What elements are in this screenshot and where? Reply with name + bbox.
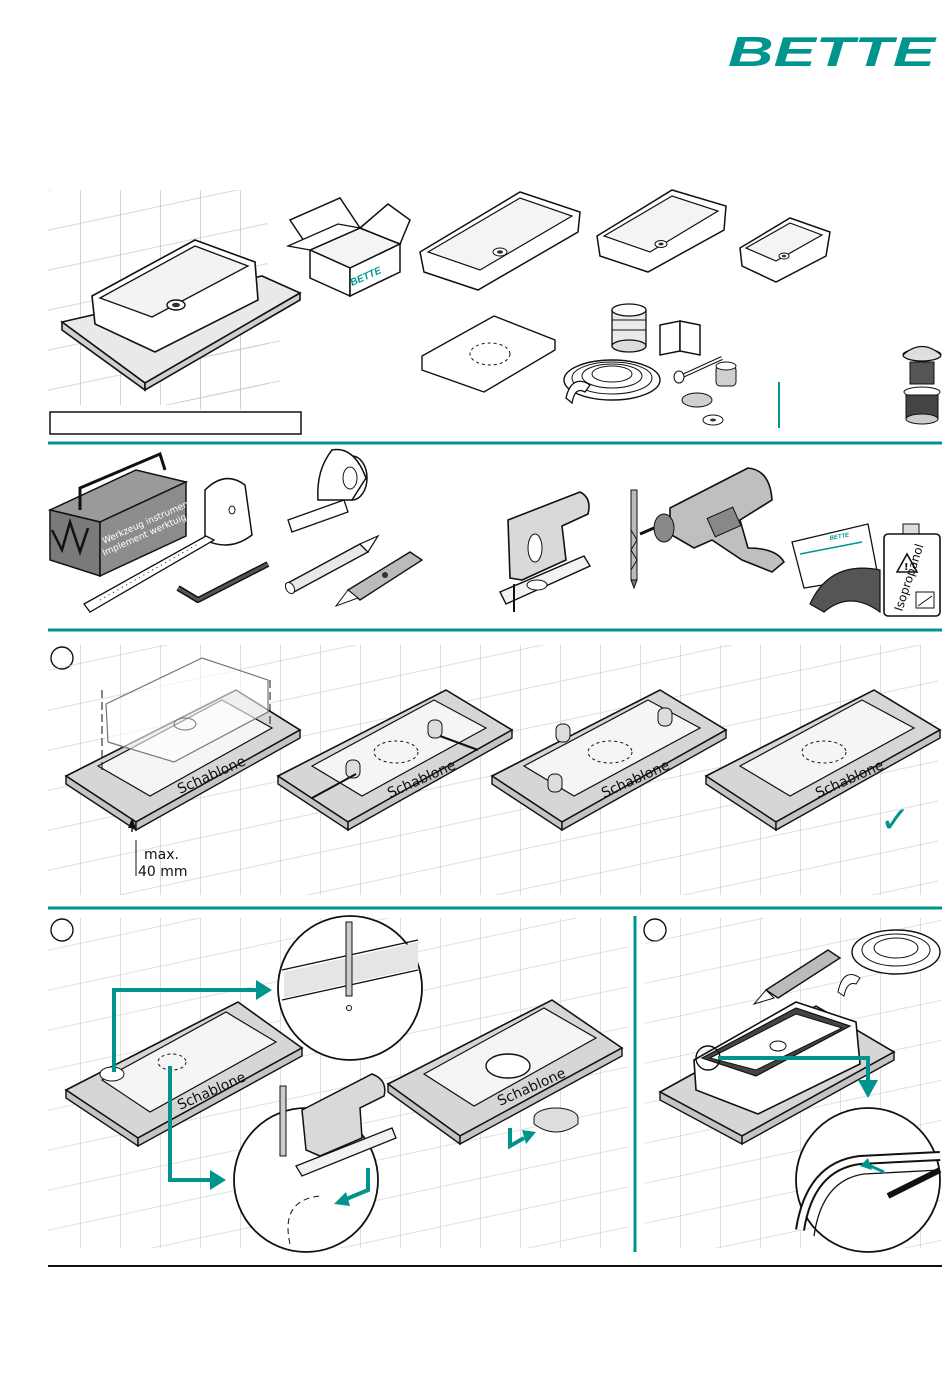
sealing-tape-roll-icon xyxy=(564,360,660,403)
popup-waste-icon xyxy=(903,347,941,425)
packaging-box-icon: BETTE xyxy=(288,198,410,296)
mounting-template-icon xyxy=(422,316,555,392)
power-drill-icon xyxy=(640,468,784,572)
fixing-screws-icon xyxy=(674,358,736,425)
tape-detail-circle xyxy=(796,1108,940,1252)
drill-bit-icon xyxy=(631,490,637,588)
basin-medium-icon xyxy=(597,190,726,272)
book-icon xyxy=(660,321,700,355)
isopropanol-bottle-icon: ! Isopropanol xyxy=(884,524,940,616)
cleaning-kit-icon: BETTE xyxy=(792,524,880,612)
step-2-section: Schablone xyxy=(48,916,628,1252)
tools-section: Werkzeug instrument Implement werktuig xyxy=(50,450,940,616)
step-3-section xyxy=(644,918,941,1252)
max-label: max. xyxy=(144,847,179,863)
basin-small-icon xyxy=(740,218,830,282)
drain-fitting-icon xyxy=(612,304,646,352)
caption-box xyxy=(50,412,301,434)
scope-section: BETTE xyxy=(48,190,941,434)
masking-tape-icon xyxy=(288,450,367,532)
drill-detail-circle xyxy=(278,916,422,1060)
basin-large-icon xyxy=(420,192,580,290)
step-1-section: Schablone max. 40 mm Schablone xyxy=(48,645,940,895)
jigsaw-icon xyxy=(500,492,590,612)
checkmark-icon: ✓ xyxy=(880,800,910,841)
bette-logo: BETTE xyxy=(728,28,938,75)
thickness-label: 40 mm xyxy=(138,864,188,880)
